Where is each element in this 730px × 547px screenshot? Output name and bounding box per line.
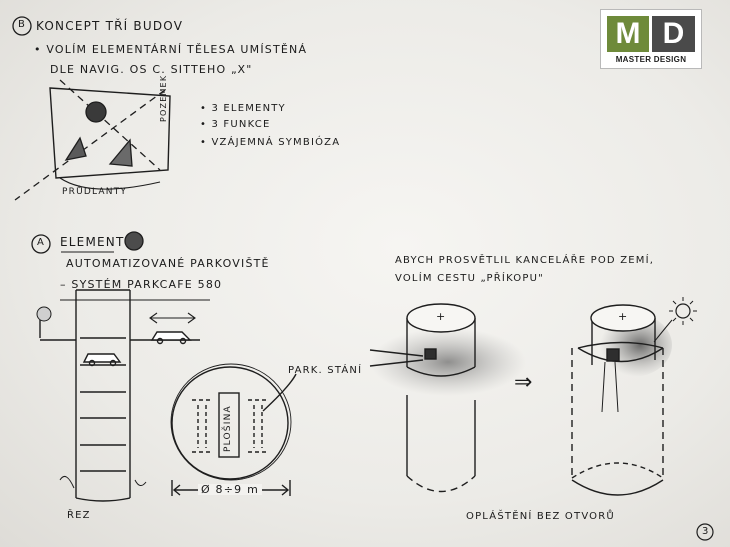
- section-a-number: A: [37, 237, 46, 248]
- label-pozemek: POZEMEK: [159, 74, 168, 122]
- section-a-line1: AUTOMATIZOVANÉ PARKOVIŠTĚ: [66, 257, 270, 270]
- circle-element-shape: [85, 101, 107, 123]
- logo-letter-m: M: [607, 16, 649, 52]
- label-diameter: Ø 8÷9 m: [198, 484, 262, 495]
- section-b-number-circle: [12, 16, 32, 36]
- parking-plan-drawing: [170, 363, 297, 496]
- label-prudlanty: PRŮDLANTY: [62, 187, 128, 197]
- section-b-bullet: • VOLÍM ELEMENTÁRNÍ TĚLESA UMÍSTĚNÁ: [34, 43, 308, 56]
- label-rez: ŘEZ: [67, 510, 91, 521]
- plus-left: +: [436, 310, 447, 323]
- cylinder-left-drawing: [369, 303, 526, 493]
- light-note-line2: VOLÍM CESTU „PŘÍKOPU": [395, 273, 544, 284]
- page-number: 3: [702, 526, 710, 537]
- light-caption: OPLÁŠTĚNÍ BEZ OTVORŮ: [466, 511, 615, 522]
- wedge-element-shape: [64, 136, 87, 161]
- triangle-element-shape: [108, 138, 133, 167]
- page-number-circle: [696, 523, 714, 541]
- label-plosina: PLOŠINA: [223, 405, 233, 452]
- cylinder-right-drawing: [571, 297, 697, 496]
- section-b-number: B: [18, 19, 27, 30]
- concept-list-item-1: • 3 ELEMENTY: [200, 103, 286, 114]
- logo-caption: MASTER DESIGN: [615, 55, 687, 64]
- element-circle-symbol: [124, 231, 144, 251]
- section-a-number-circle: [31, 234, 51, 254]
- section-a-line2: – SYSTÉM PARKCAFE 580: [60, 278, 223, 291]
- concept-list-item-3: • VZÁJEMNÁ SYMBIÓZA: [200, 137, 341, 148]
- transform-arrow: ⇒: [514, 370, 534, 395]
- logo-letter-d: D: [652, 16, 695, 52]
- concept-diagram: [12, 16, 171, 201]
- light-note-line1: ABYCH PROSVĚTLIL KANCELÁŘE POD ZEMÍ,: [395, 255, 655, 266]
- master-design-logo: M D MASTER DESIGN: [600, 9, 702, 69]
- label-park-stani: PARK. STÁNÍ: [288, 365, 363, 376]
- section-b-title: KONCEPT TŘÍ BUDOV: [36, 19, 184, 33]
- plus-right: +: [618, 310, 629, 323]
- section-b-bullet-line2: DLE NAVIG. OS C. SITTEHO „X": [50, 63, 253, 76]
- concept-list-item-2: • 3 FUNKCE: [200, 119, 271, 130]
- parking-section-drawing: [36, 289, 200, 502]
- section-a-title: ELEMENT: [60, 235, 125, 249]
